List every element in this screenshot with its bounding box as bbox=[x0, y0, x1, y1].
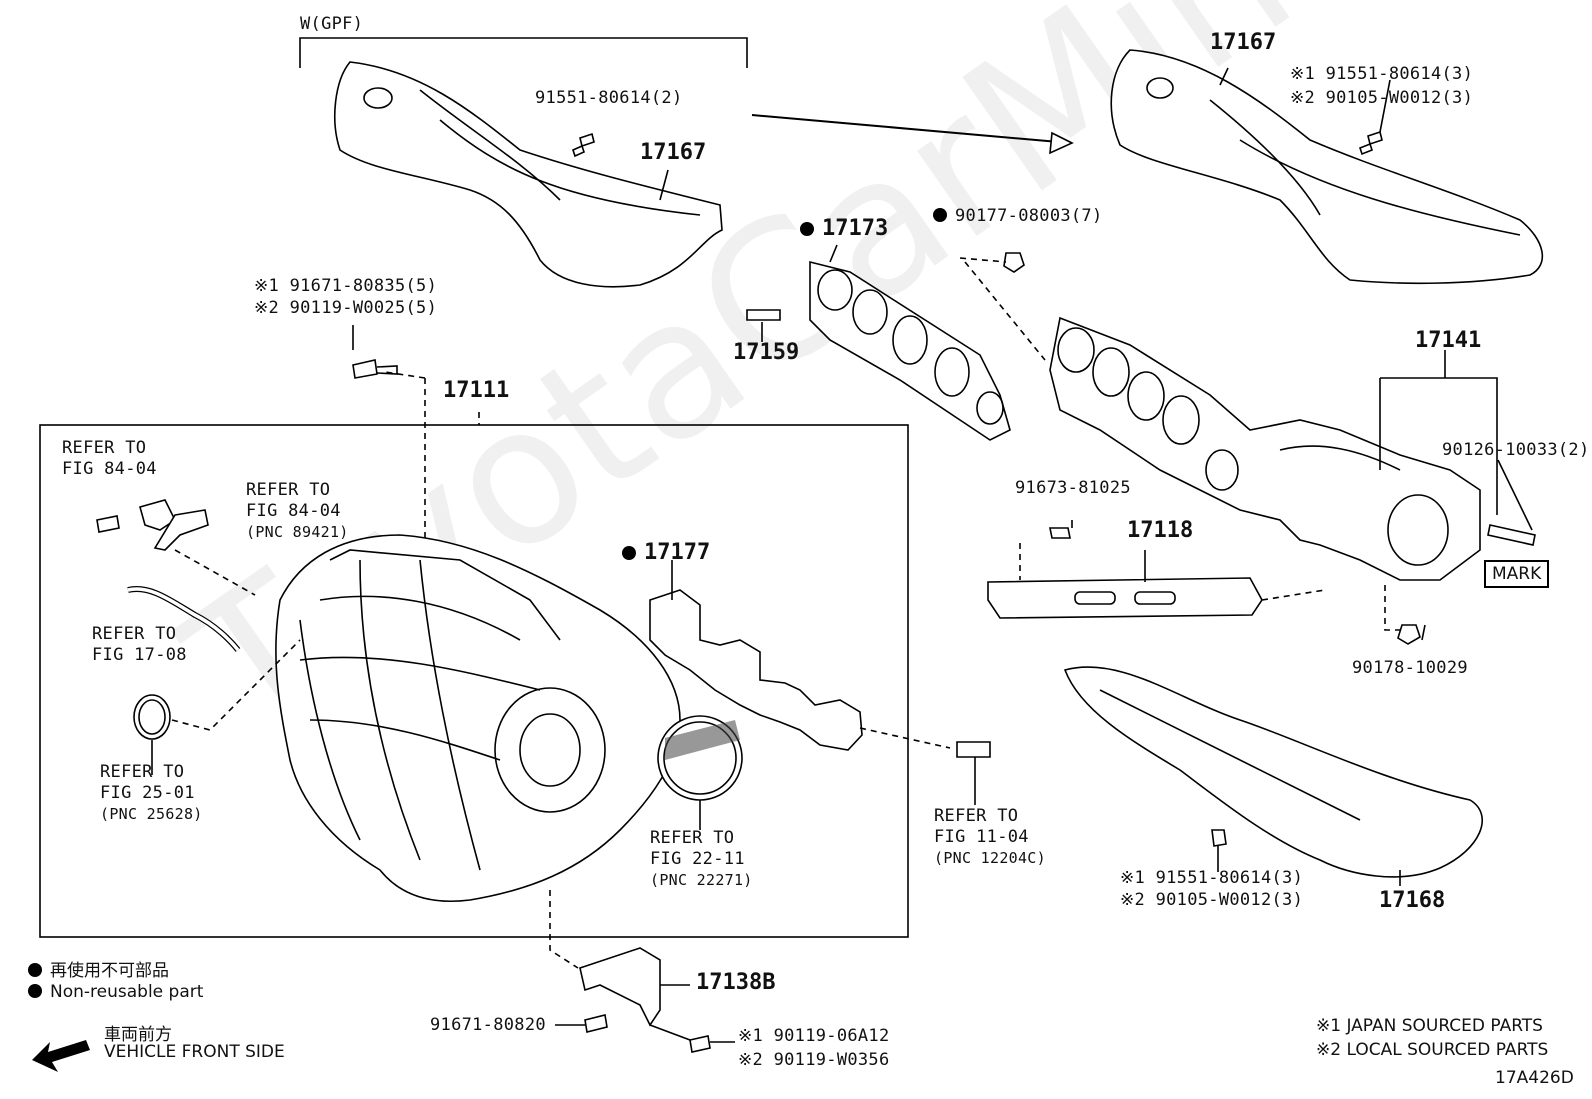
part-17168: 17168 bbox=[1379, 888, 1446, 913]
part-17173: 17173 bbox=[800, 218, 888, 240]
throttle-gasket bbox=[657, 715, 743, 801]
bolt-90119 bbox=[689, 1035, 711, 1053]
part-17111: 17111 bbox=[443, 378, 510, 403]
manifold-stay-17118 bbox=[987, 577, 1263, 619]
intake-manifold-box bbox=[39, 424, 909, 938]
part-17177: 17177 bbox=[622, 542, 710, 564]
stud-90126 bbox=[1487, 524, 1536, 546]
legend-dot bbox=[28, 984, 42, 998]
legend-non-reusable-en: Non-reusable part bbox=[28, 982, 203, 1002]
legend-non-reusable-jp: 再使用不可部品 bbox=[28, 956, 169, 981]
part-90119-1: ※1 90119-06A12 bbox=[738, 1026, 890, 1046]
bolt-refer-84-04 bbox=[96, 515, 120, 533]
part-17118: 17118 bbox=[1127, 518, 1194, 543]
part-17167-right: 17167 bbox=[1210, 30, 1277, 55]
nut-90178 bbox=[1397, 624, 1421, 645]
sensor-pnc-89421 bbox=[139, 499, 209, 551]
part-91551-top: 91551-80614(2) bbox=[535, 88, 683, 108]
stud-17159 bbox=[746, 309, 781, 321]
part-91671-a2: ※2 90119-W0025(5) bbox=[254, 298, 438, 318]
part-91671-80820: 91671-80820 bbox=[430, 1015, 546, 1035]
exhaust-gasket-17173 bbox=[809, 260, 1011, 441]
bolt-upper-right bbox=[1359, 130, 1383, 156]
legend-front-en: VEHICLE FRONT SIDE bbox=[104, 1042, 285, 1062]
plug-12204C bbox=[956, 741, 991, 758]
part-90178: 90178-10029 bbox=[1352, 658, 1468, 678]
vehicle-front-arrow bbox=[32, 1040, 90, 1072]
part-17168-fastener-2: ※2 90105-W0012(3) bbox=[1120, 890, 1304, 910]
variant-bracket bbox=[299, 37, 748, 68]
variant-label: W(GPF) bbox=[300, 14, 364, 34]
part-91673: 91673-81025 bbox=[1015, 478, 1131, 498]
mark-label: MARK bbox=[1484, 560, 1550, 588]
part-91671-a1: ※1 91671-80835(5) bbox=[254, 276, 438, 296]
bolt-91551-top bbox=[572, 132, 595, 158]
part-17167-fastener-1: ※1 91551-80614(3) bbox=[1290, 64, 1474, 84]
bolt-17168 bbox=[1211, 829, 1227, 847]
part-90126: 90126-10033(2) bbox=[1442, 440, 1590, 460]
part-17159: 17159 bbox=[733, 340, 800, 365]
bolt-91673 bbox=[1049, 527, 1071, 539]
non-reusable-dot bbox=[800, 222, 814, 236]
o-ring-pnc-25628 bbox=[133, 694, 171, 740]
part-90119-2: ※2 90119-W0356 bbox=[738, 1050, 890, 1070]
part-17167-fastener-2: ※2 90105-W0012(3) bbox=[1290, 88, 1474, 108]
legend-dot bbox=[28, 963, 42, 977]
bolt-91671-80820 bbox=[584, 1014, 608, 1033]
non-reusable-dot bbox=[933, 208, 947, 222]
heat-insulator-upper-right bbox=[1110, 49, 1544, 285]
part-17168-fastener-1: ※1 91551-80614(3) bbox=[1120, 868, 1304, 888]
part-17141: 17141 bbox=[1415, 328, 1482, 353]
intake-manifold-17111 bbox=[275, 534, 681, 903]
nut-90177 bbox=[1003, 252, 1025, 273]
non-reusable-dot bbox=[622, 546, 636, 560]
legend-front-jp: 車両前方 bbox=[104, 1025, 172, 1045]
figure-code: 17A426D bbox=[1495, 1068, 1574, 1088]
exhaust-manifold-17141 bbox=[1049, 316, 1481, 581]
heat-insulator-upper-left bbox=[334, 61, 723, 288]
part-90177: 90177-08003(7) bbox=[933, 206, 1103, 227]
note-japan-sourced: ※1 JAPAN SOURCED PARTS bbox=[1316, 1016, 1543, 1036]
note-local-sourced: ※2 LOCAL SOURCED PARTS bbox=[1316, 1040, 1549, 1060]
intake-gasket-17177 bbox=[649, 589, 863, 751]
heat-insulator-lower-17168 bbox=[1063, 666, 1483, 878]
bracket-17138B bbox=[579, 947, 661, 1027]
bolt-91671-top bbox=[352, 359, 378, 379]
part-17167-left: 17167 bbox=[640, 140, 707, 165]
part-17138B: 17138B bbox=[696, 970, 776, 995]
